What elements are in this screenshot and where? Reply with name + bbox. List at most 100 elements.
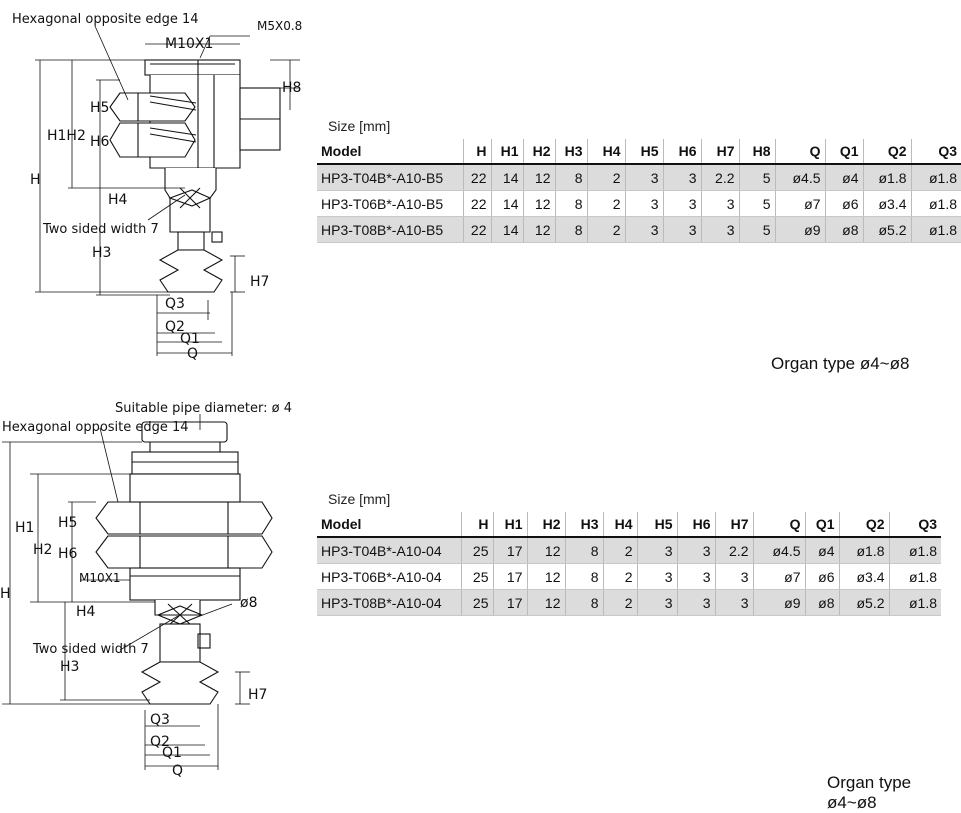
column-header: Q1: [804, 512, 839, 538]
model-cell: HP3-T08B*-A10-04: [317, 589, 461, 616]
value-cell: 14: [490, 190, 523, 217]
column-header: Q3: [888, 512, 941, 538]
column-header: H5: [636, 512, 677, 538]
dim-h: H: [30, 172, 41, 188]
value-cell: 3: [676, 589, 715, 616]
value-cell: ø8: [824, 216, 863, 243]
column-header: H1: [490, 139, 523, 165]
dim-h5: H5: [90, 100, 109, 116]
dim-h8: H8: [282, 80, 301, 96]
thread-label: M10X1: [165, 36, 213, 52]
port-label: M5X0.8: [257, 19, 302, 33]
dim-q1: Q1: [162, 745, 182, 761]
value-cell: ø1.8: [910, 216, 961, 243]
hex-label: Hexagonal opposite edge 14: [12, 12, 199, 27]
column-header: H3: [554, 139, 587, 165]
value-cell: 22: [462, 216, 491, 243]
column-header: H2: [522, 139, 555, 165]
value-cell: 3: [700, 216, 739, 243]
value-cell: 3: [636, 537, 677, 564]
dim-q: Q: [172, 763, 183, 779]
pipe-label: Suitable pipe diameter: ø 4: [115, 401, 292, 416]
dim-h7: H7: [248, 687, 267, 703]
value-cell: ø4: [804, 537, 839, 564]
dim-h2: H2: [33, 542, 52, 558]
model-cell: HP3-T04B*-A10-04: [317, 537, 461, 564]
column-header: H: [462, 139, 491, 165]
dim-q2: Q2: [150, 734, 170, 750]
value-cell: ø9: [774, 216, 825, 243]
hex-label: Hexagonal opposite edge 14: [2, 420, 189, 435]
value-cell: 12: [522, 190, 555, 217]
value-cell: 17: [492, 537, 527, 564]
technical-drawing-2: Suitable pipe diameter: ø 4 Hexagonal op…: [0, 390, 310, 790]
organ-type-label: Organ type ø4~ø8: [771, 354, 910, 373]
value-cell: 5: [738, 216, 775, 243]
value-cell: 12: [522, 164, 555, 191]
column-header: H: [460, 512, 493, 538]
dim-h4: H4: [76, 604, 96, 620]
column-header: H4: [586, 139, 625, 165]
value-cell: 3: [624, 190, 663, 217]
dim-h1: H1: [15, 520, 34, 536]
size-label: Size [mm]: [328, 118, 391, 134]
value-cell: 3: [636, 563, 677, 590]
column-header: Model: [317, 139, 463, 165]
dim-h6: H6: [58, 546, 78, 562]
value-cell: 3: [676, 537, 715, 564]
dim-h3: H3: [92, 245, 111, 261]
value-cell: 25: [460, 537, 493, 564]
column-header: H6: [662, 139, 701, 165]
column-header: Q3: [910, 139, 961, 165]
value-cell: 2.2: [700, 164, 739, 191]
value-cell: 2.2: [714, 537, 753, 564]
value-cell: 2: [602, 563, 637, 590]
value-cell: 8: [564, 563, 603, 590]
value-cell: 12: [526, 537, 565, 564]
two-sided-label: Two sided width 7: [42, 222, 159, 237]
column-header: H6: [676, 512, 715, 538]
value-cell: 25: [460, 563, 493, 590]
organ-type-label: Organ type ø4~ø8: [827, 773, 912, 812]
column-header: H8: [738, 139, 775, 165]
value-cell: 3: [676, 563, 715, 590]
value-cell: ø9: [752, 589, 805, 616]
column-header: H3: [564, 512, 603, 538]
column-header: H4: [602, 512, 637, 538]
value-cell: 5: [738, 164, 775, 191]
value-cell: ø1.8: [888, 537, 941, 564]
dim-h: H: [0, 586, 11, 602]
value-cell: 8: [554, 164, 587, 191]
value-cell: 3: [624, 164, 663, 191]
value-cell: 8: [564, 537, 603, 564]
value-cell: 3: [624, 216, 663, 243]
value-cell: 22: [462, 164, 491, 191]
value-cell: 3: [714, 589, 753, 616]
column-header: H5: [624, 139, 663, 165]
value-cell: 14: [490, 216, 523, 243]
column-header: Q2: [862, 139, 911, 165]
dim-h4: H4: [108, 192, 128, 208]
value-cell: 3: [700, 190, 739, 217]
value-cell: 14: [490, 164, 523, 191]
value-cell: 2: [586, 164, 625, 191]
value-cell: ø8: [804, 589, 839, 616]
column-header: Model: [317, 512, 461, 538]
value-cell: ø4.5: [752, 537, 805, 564]
value-cell: ø5.2: [862, 216, 911, 243]
value-cell: 12: [526, 563, 565, 590]
dim-q3: Q3: [165, 296, 185, 312]
dim-h6: H6: [90, 134, 110, 150]
dim-h5: H5: [58, 515, 77, 531]
value-cell: 2: [602, 537, 637, 564]
value-cell: ø4.5: [774, 164, 825, 191]
value-cell: 3: [662, 164, 701, 191]
value-cell: 3: [662, 190, 701, 217]
column-header: Q2: [838, 512, 889, 538]
value-cell: 12: [526, 589, 565, 616]
